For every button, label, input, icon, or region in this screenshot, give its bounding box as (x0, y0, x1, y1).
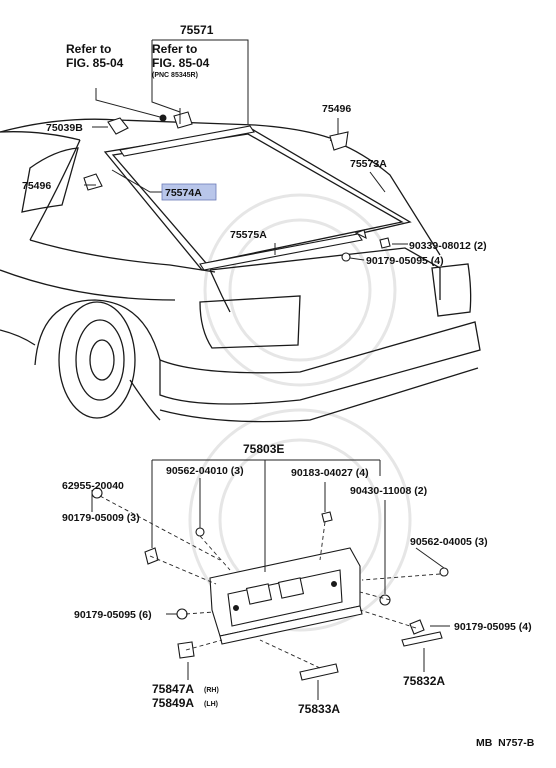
label-75833a: 75833A (298, 702, 340, 716)
label-90183: 90183-04027 (4) (291, 467, 369, 479)
label-75496-left: 75496 (22, 180, 51, 192)
highlight-75574a (161, 183, 217, 201)
label-75039b: 75039B (46, 122, 83, 134)
refer-2-line-2: FIG. 85-04 (152, 56, 210, 70)
labels: 75571 Refer to FIG. 85-04 Refer to FIG. … (22, 23, 535, 749)
label-75573a: 75573A (350, 158, 387, 170)
label-90179-05095-6: 90179-05095 (6) (74, 609, 152, 621)
label-75575a: 75575A (230, 229, 267, 241)
label-90179-05009: 90179-05009 (3) (62, 512, 140, 524)
label-75832a: 75832A (403, 674, 445, 688)
label-90562-04010: 90562-04010 (3) (166, 465, 244, 477)
label-75847a: 75847A (152, 682, 194, 696)
label-75847a-side: (RH) (204, 687, 219, 694)
rear-garnish-panel (209, 547, 363, 645)
label-75571: 75571 (180, 23, 214, 37)
refer-2-pnc: (PNC 85345R) (152, 72, 198, 79)
hatch-weatherstrip (103, 125, 412, 271)
label-90562-04005: 90562-04005 (3) (410, 536, 488, 548)
refer-2-line-1: Refer to (152, 42, 197, 56)
upper-clips (83, 111, 391, 262)
car-body-outline (0, 118, 481, 423)
refer-1-line-2: FIG. 85-04 (66, 56, 124, 70)
label-90430: 90430-11008 (2) (350, 485, 427, 497)
label-75849a: 75849A (152, 696, 194, 710)
label-62955: 62955-20040 (62, 480, 124, 492)
lower-leaders (91, 459, 450, 700)
label-90179-05095-4-top: 90179-05095 (4) (366, 255, 444, 267)
label-75849a-side: (LH) (204, 701, 218, 708)
label-90339: 90339-08012 (2) (409, 240, 487, 252)
refer-1-line-1: Refer to (66, 42, 111, 56)
label-75496-top: 75496 (322, 103, 351, 115)
label-75574a: 75574A (165, 187, 202, 199)
label-90179-05095-4-bot: 90179-05095 (4) (454, 621, 532, 633)
footer-code: MB N757-B (476, 737, 535, 749)
label-75803e: 75803E (243, 442, 284, 456)
